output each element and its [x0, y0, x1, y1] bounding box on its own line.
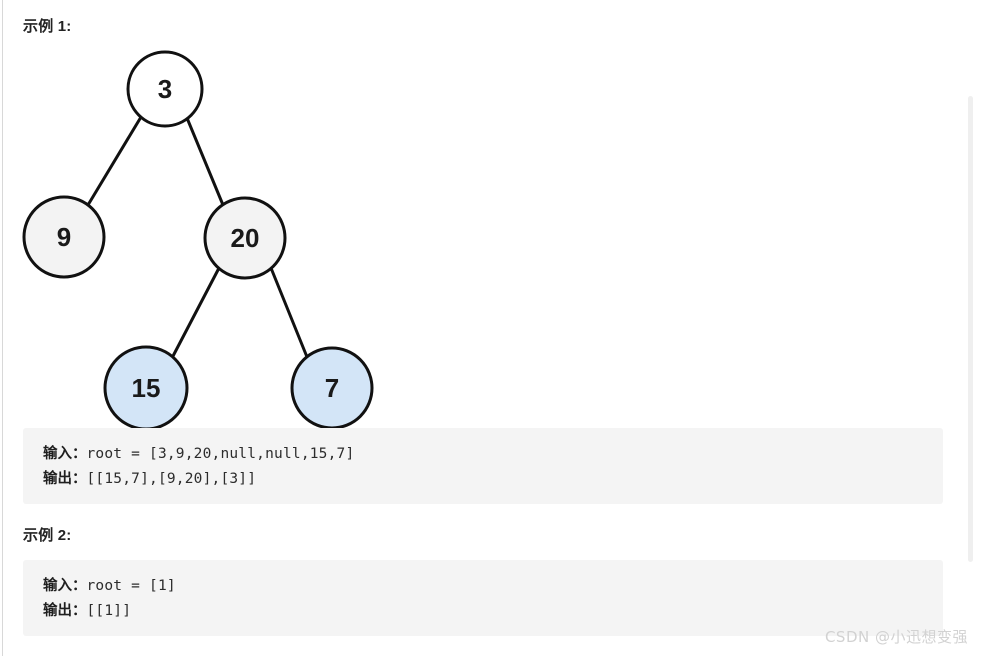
edge-20-7 — [269, 266, 309, 359]
tree-node-3-circle — [126, 50, 204, 128]
edge-3-9 — [86, 115, 143, 207]
example-1-output-value: [[15,7],[9,20],[3]] — [86, 471, 257, 487]
example-1-heading: 示例 1: — [23, 18, 72, 35]
tree-node-7: 7 — [290, 346, 374, 430]
tree-edges — [86, 115, 309, 360]
example-1-output-label: 输出： — [43, 471, 87, 487]
example-1-input-line: 输入：root = [3,9,20,null,null,15,7] — [43, 442, 923, 467]
tree-node-15-label: 15 — [132, 373, 161, 403]
example-1-input-label: 输入： — [43, 446, 87, 462]
example-2-input-value: root = [1] — [86, 578, 176, 594]
example-2-input-line: 输入：root = [1] — [43, 574, 923, 599]
example-2-output-value: [[1]] — [86, 603, 132, 619]
tree-node-9-circle — [22, 195, 106, 279]
tree-node-20-label: 20 — [231, 223, 260, 253]
tree-node-7-label: 7 — [325, 373, 339, 403]
edge-20-15 — [170, 266, 221, 360]
example-2-heading: 示例 2: — [23, 527, 72, 544]
example-2-output-line: 输出：[[1]] — [43, 599, 923, 624]
edge-3-20 — [185, 116, 225, 207]
tree-node-9-label: 9 — [57, 222, 71, 252]
example-2-output-label: 输出： — [43, 603, 87, 619]
example-2-input-label: 输入： — [43, 578, 87, 594]
tree-node-20-circle — [203, 196, 287, 280]
binary-tree-figure: 3 9 20 15 7 — [0, 38, 470, 431]
vertical-scrollbar-track[interactable] — [968, 0, 982, 656]
tree-node-20: 20 — [203, 196, 287, 280]
tree-node-15: 15 — [103, 345, 189, 431]
example-1-code-block: 输入：root = [3,9,20,null,null,15,7] 输出：[[1… — [23, 428, 943, 504]
example-1-input-value: root = [3,9,20,null,null,15,7] — [86, 446, 355, 462]
example-2-code-block: 输入：root = [1] 输出：[[1]] — [23, 560, 943, 636]
example-1-output-line: 输出：[[15,7],[9,20],[3]] — [43, 467, 923, 492]
vertical-scrollbar-thumb[interactable] — [968, 96, 973, 562]
tree-node-3: 3 — [126, 50, 204, 128]
page-left-border — [2, 0, 3, 656]
tree-node-3-label: 3 — [158, 74, 172, 104]
tree-node-9: 9 — [22, 195, 106, 279]
csdn-watermark: CSDN @小迅想变强 — [824, 628, 968, 646]
